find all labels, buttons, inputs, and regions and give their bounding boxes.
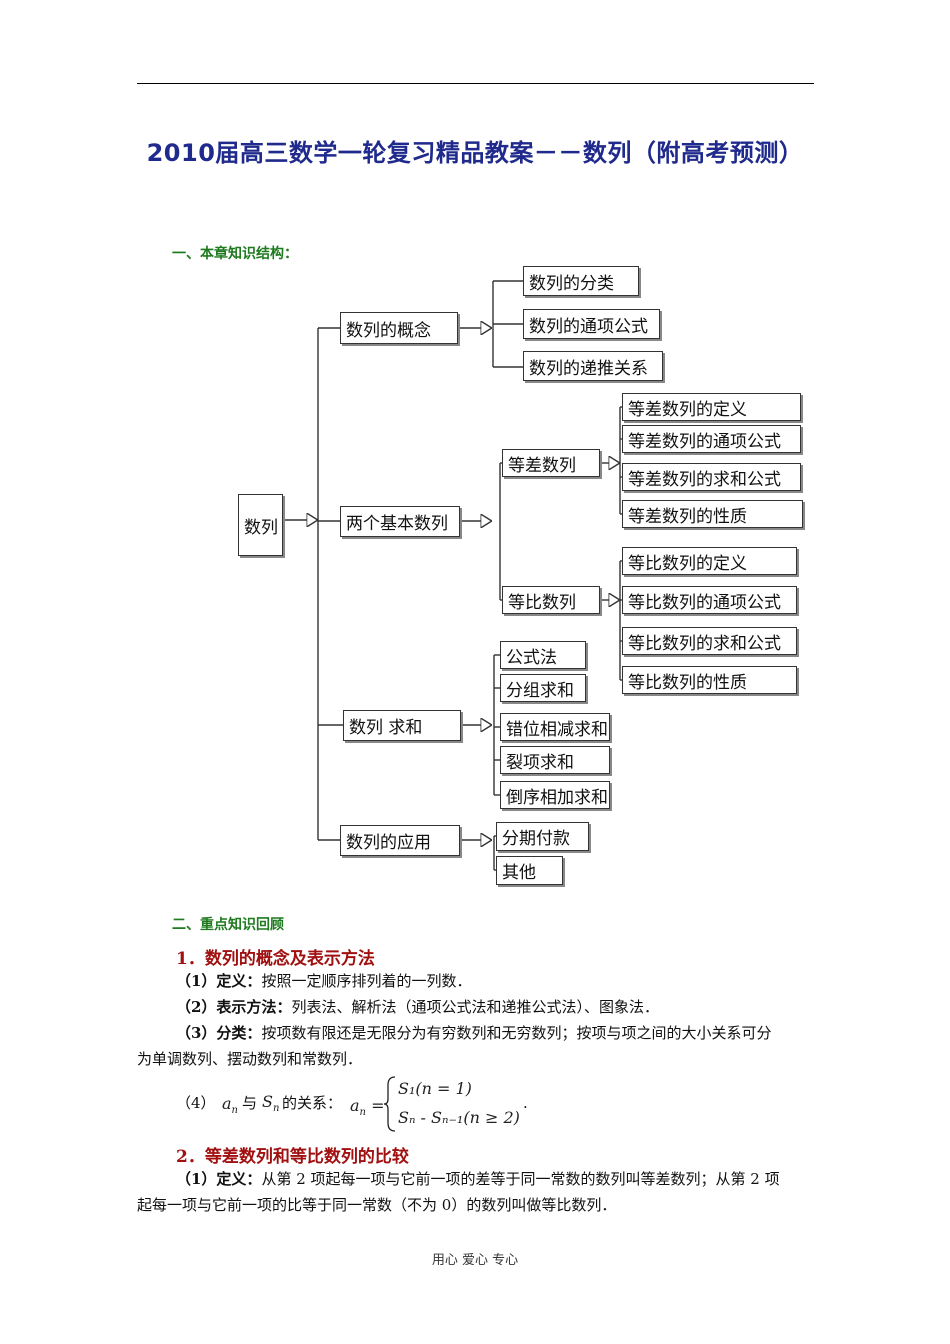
node-app: 数列的应用: [340, 825, 460, 856]
formula-case2: Sₙ - Sₙ₋₁(n ≥ 2): [398, 1108, 520, 1127]
text-classification: 按项数有限还是无限分为有穷数列和无穷数列；按项与项之间的大小关系可分: [261, 1024, 772, 1042]
node-concept-general-term: 数列的通项公式: [523, 309, 660, 339]
node-sum-formula: 公式法: [500, 641, 586, 669]
label-representation: （2）表示方法：: [176, 998, 292, 1016]
node-geo: 等比数列: [502, 586, 600, 614]
diagram-connectors: [283, 280, 622, 871]
node-concept-classification: 数列的分类: [523, 266, 639, 296]
node-geo-general-term: 等比数列的通项公式: [622, 586, 797, 614]
node-arith-definition: 等差数列的定义: [622, 393, 801, 421]
page-footer: 用心 爱心 专心: [431, 1253, 519, 1268]
text-relation: 的关系：: [282, 1094, 343, 1112]
node-arith-properties: 等差数列的性质: [622, 500, 803, 528]
para-comparison-cont: 起每一项与它前一项的比等于同一常数（不为 0）的数列叫做等比数列．: [137, 1196, 617, 1214]
text-definition: 按照一定顺序排列着的一列数．: [261, 972, 472, 990]
formula-case1: S₁(n = 1): [398, 1079, 472, 1098]
label-comparison-definition: （1）定义：: [176, 1170, 262, 1188]
node-sum-grouping: 分组求和: [500, 674, 586, 702]
subheading-comparison: 2．等差数列和等比数列的比较: [176, 1147, 409, 1167]
para-comparison-definition: （1）定义：从第 2 项起每一项与它前一项的差等于同一常数的数列叫等差数列；从第…: [176, 1166, 780, 1192]
formula-brace: [383, 1076, 396, 1132]
node-geo-definition: 等比数列的定义: [622, 547, 797, 575]
node-root: 数列: [238, 494, 283, 556]
header-rule: [137, 83, 814, 84]
node-basic: 两个基本数列: [340, 506, 460, 537]
para-classification-cont: 为单调数列、摆动数列和常数列．: [137, 1050, 363, 1068]
label-definition: （1）定义：: [176, 972, 262, 990]
node-concept: 数列的概念: [340, 312, 458, 344]
page-title: 2010届高三数学一轮复习精品教案－－数列（附高考预测）: [146, 139, 804, 167]
node-sum: 数列 求和: [343, 710, 461, 741]
node-concept-recurrence: 数列的递推关系: [523, 351, 663, 381]
section-heading-structure: 一、本章知识结构：: [172, 246, 298, 262]
para-definition: （1）定义：按照一定顺序排列着的一列数．: [176, 968, 471, 994]
symbol-sn: Sn: [262, 1092, 280, 1115]
node-arith-sum: 等差数列的求和公式: [622, 463, 801, 491]
para-representation: （2）表示方法：列表法、解析法（通项公式法和递推公式法）、图象法．: [176, 994, 659, 1020]
para-classification: （3）分类：按项数有限还是无限分为有穷数列和无穷数列；按项与项之间的大小关系可分: [176, 1020, 771, 1046]
symbol-an: an: [222, 1094, 238, 1117]
node-app-installment: 分期付款: [496, 822, 589, 851]
section-heading-review: 二、重点知识回顾: [172, 917, 284, 933]
node-sum-telescoping: 裂项求和: [500, 746, 610, 774]
text-representation: 列表法、解析法（通项公式法和递推公式法）、图象法．: [291, 998, 659, 1016]
formula-an-lhs: an =: [350, 1096, 385, 1119]
node-arith-general-term: 等差数列的通项公式: [622, 425, 801, 453]
label-classification: （3）分类：: [176, 1024, 262, 1042]
text-comparison-definition: 从第 2 项起每一项与它前一项的差等于同一常数的数列叫等差数列；从第 2 项: [261, 1170, 780, 1188]
subheading-concept: 1．数列的概念及表示方法: [176, 949, 375, 969]
node-sum-reverse-add: 倒序相加求和: [500, 781, 610, 809]
node-geo-properties: 等比数列的性质: [622, 666, 797, 694]
node-geo-sum: 等比数列的求和公式: [622, 627, 797, 655]
label-item4: （4）: [176, 1094, 216, 1112]
formula-period: .: [523, 1094, 528, 1112]
node-app-other: 其他: [496, 856, 563, 885]
node-sum-shift-subtract: 错位相减求和: [500, 713, 610, 741]
node-arith: 等差数列: [502, 449, 600, 477]
text-and: 与: [242, 1094, 258, 1112]
